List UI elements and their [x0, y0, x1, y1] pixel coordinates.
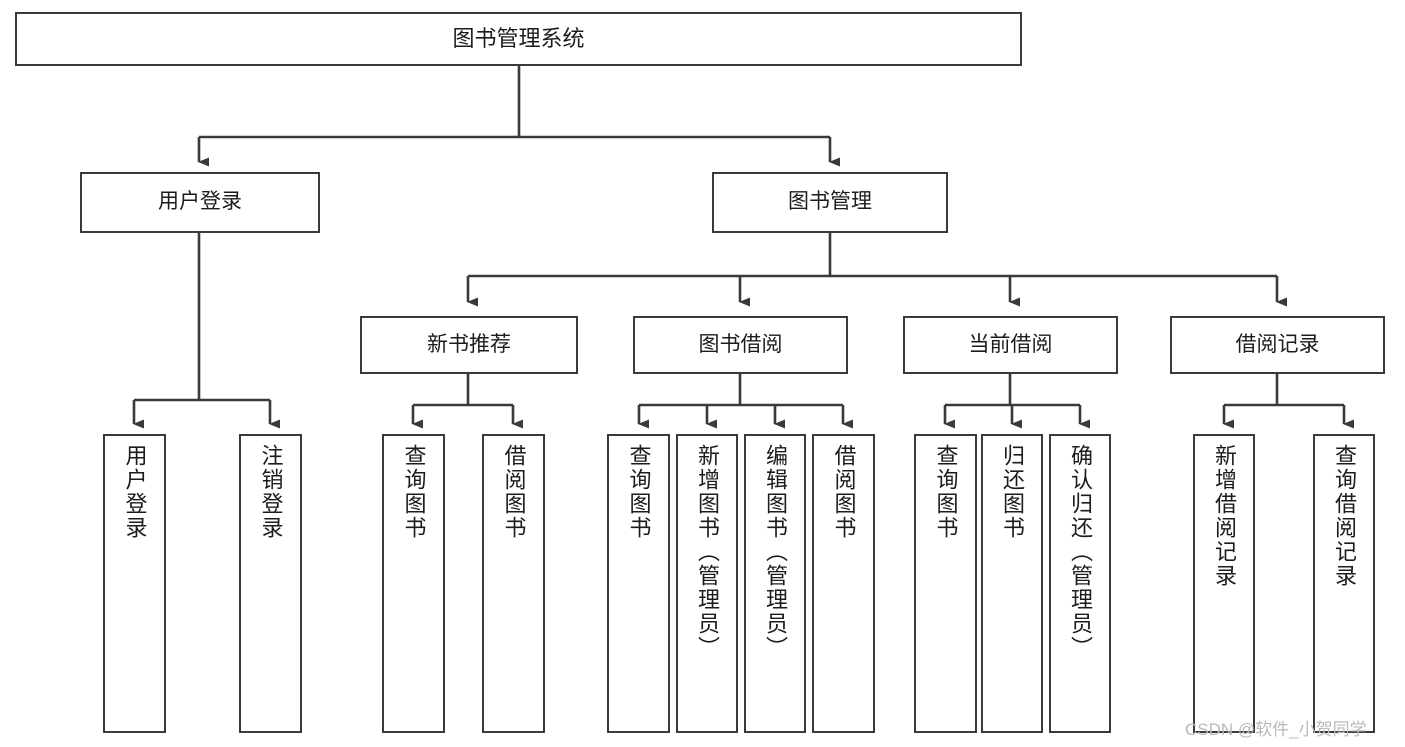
node-new-book-recommendation[interactable]: 新书推荐: [360, 316, 578, 374]
leaf-record-query-borrow-record[interactable]: 查询借阅记录: [1313, 434, 1375, 733]
node-label: 新书推荐: [427, 332, 511, 356]
node-label: 新增借阅记录: [1212, 444, 1237, 588]
node-label: 确认归还（管理员）: [1068, 444, 1093, 660]
leaf-borrow-query-book[interactable]: 查询图书: [607, 434, 670, 733]
node-label: 归还图书: [1000, 444, 1025, 540]
node-book-borrow[interactable]: 图书借阅: [633, 316, 848, 374]
node-borrow-record[interactable]: 借阅记录: [1170, 316, 1385, 374]
node-label: 用户登录: [158, 190, 242, 214]
node-label: 当前借阅: [968, 332, 1053, 356]
node-label: 借阅图书: [831, 444, 857, 540]
node-label: 借阅图书: [501, 444, 527, 540]
leaf-recommend-query-book[interactable]: 查询图书: [382, 434, 445, 733]
leaf-borrow-add-book-admin[interactable]: 新增图书（管理员）: [676, 434, 738, 733]
node-current-borrow[interactable]: 当前借阅: [903, 316, 1118, 374]
leaf-borrow-borrow-book[interactable]: 借阅图书: [812, 434, 875, 733]
node-label: 图书借阅: [698, 332, 783, 356]
leaf-user-login[interactable]: 用户登录: [103, 434, 166, 733]
node-label: 查询图书: [626, 444, 652, 540]
node-label: 查询借阅记录: [1332, 444, 1357, 588]
node-label: 用户登录: [122, 444, 148, 540]
node-label: 新增图书（管理员）: [695, 444, 720, 660]
node-label: 借阅记录: [1235, 332, 1320, 356]
node-label: 图书管理系统: [452, 26, 585, 52]
leaf-recommend-borrow-book[interactable]: 借阅图书: [482, 434, 545, 733]
csdn-watermark: CSDN @软件_小贺同学: [1185, 720, 1367, 739]
node-book-management[interactable]: 图书管理: [712, 172, 948, 233]
node-label: 查询图书: [401, 444, 427, 540]
leaf-current-confirm-return-admin[interactable]: 确认归还（管理员）: [1049, 434, 1111, 733]
leaf-current-return-book[interactable]: 归还图书: [981, 434, 1043, 733]
node-label: 查询图书: [933, 444, 959, 540]
node-label: 编辑图书（管理员）: [763, 444, 788, 660]
leaf-borrow-edit-book-admin[interactable]: 编辑图书（管理员）: [744, 434, 806, 733]
node-user-login[interactable]: 用户登录: [80, 172, 320, 233]
node-label: 注销登录: [258, 444, 284, 540]
leaf-user-logout[interactable]: 注销登录: [239, 434, 302, 733]
node-label: 图书管理: [788, 190, 872, 214]
leaf-record-add-borrow-record[interactable]: 新增借阅记录: [1193, 434, 1255, 733]
node-root-book-management-system[interactable]: 图书管理系统: [15, 12, 1022, 66]
leaf-current-query-book[interactable]: 查询图书: [914, 434, 977, 733]
